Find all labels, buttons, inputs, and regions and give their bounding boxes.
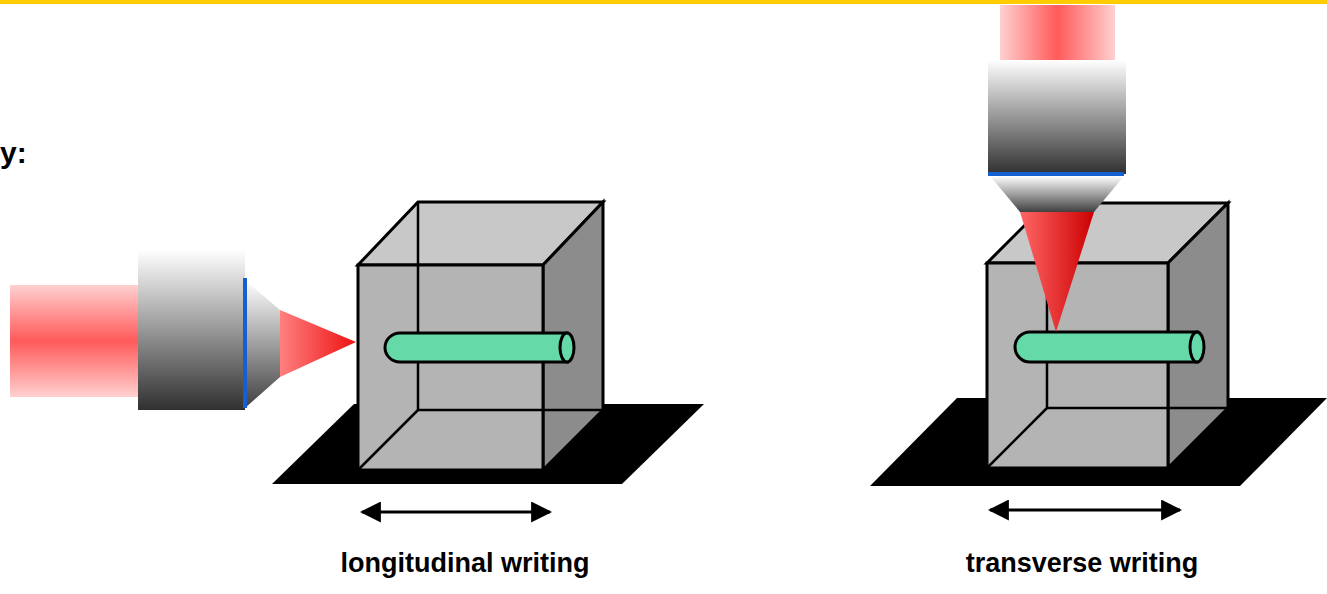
- translation-arrow: [362, 511, 550, 514]
- laser-beam: [1000, 5, 1115, 60]
- glass-sample: [358, 265, 543, 470]
- objective: [988, 60, 1126, 174]
- method-caption: transverse writing: [966, 548, 1199, 579]
- header-rule: [0, 0, 1327, 4]
- cut-heading: y:: [0, 136, 27, 170]
- method-caption: longitudinal writing: [341, 548, 590, 579]
- translation-arrow: [990, 509, 1180, 512]
- focused-beam: [280, 310, 356, 377]
- glass-sample: [987, 263, 1168, 468]
- longitudinal-setup: [10, 202, 704, 512]
- objective: [138, 250, 245, 410]
- waveguide: [385, 333, 567, 362]
- transverse-setup: [870, 5, 1327, 510]
- focused-beam: [1020, 212, 1094, 332]
- laser-beam: [10, 285, 138, 397]
- waveguide: [1015, 332, 1197, 362]
